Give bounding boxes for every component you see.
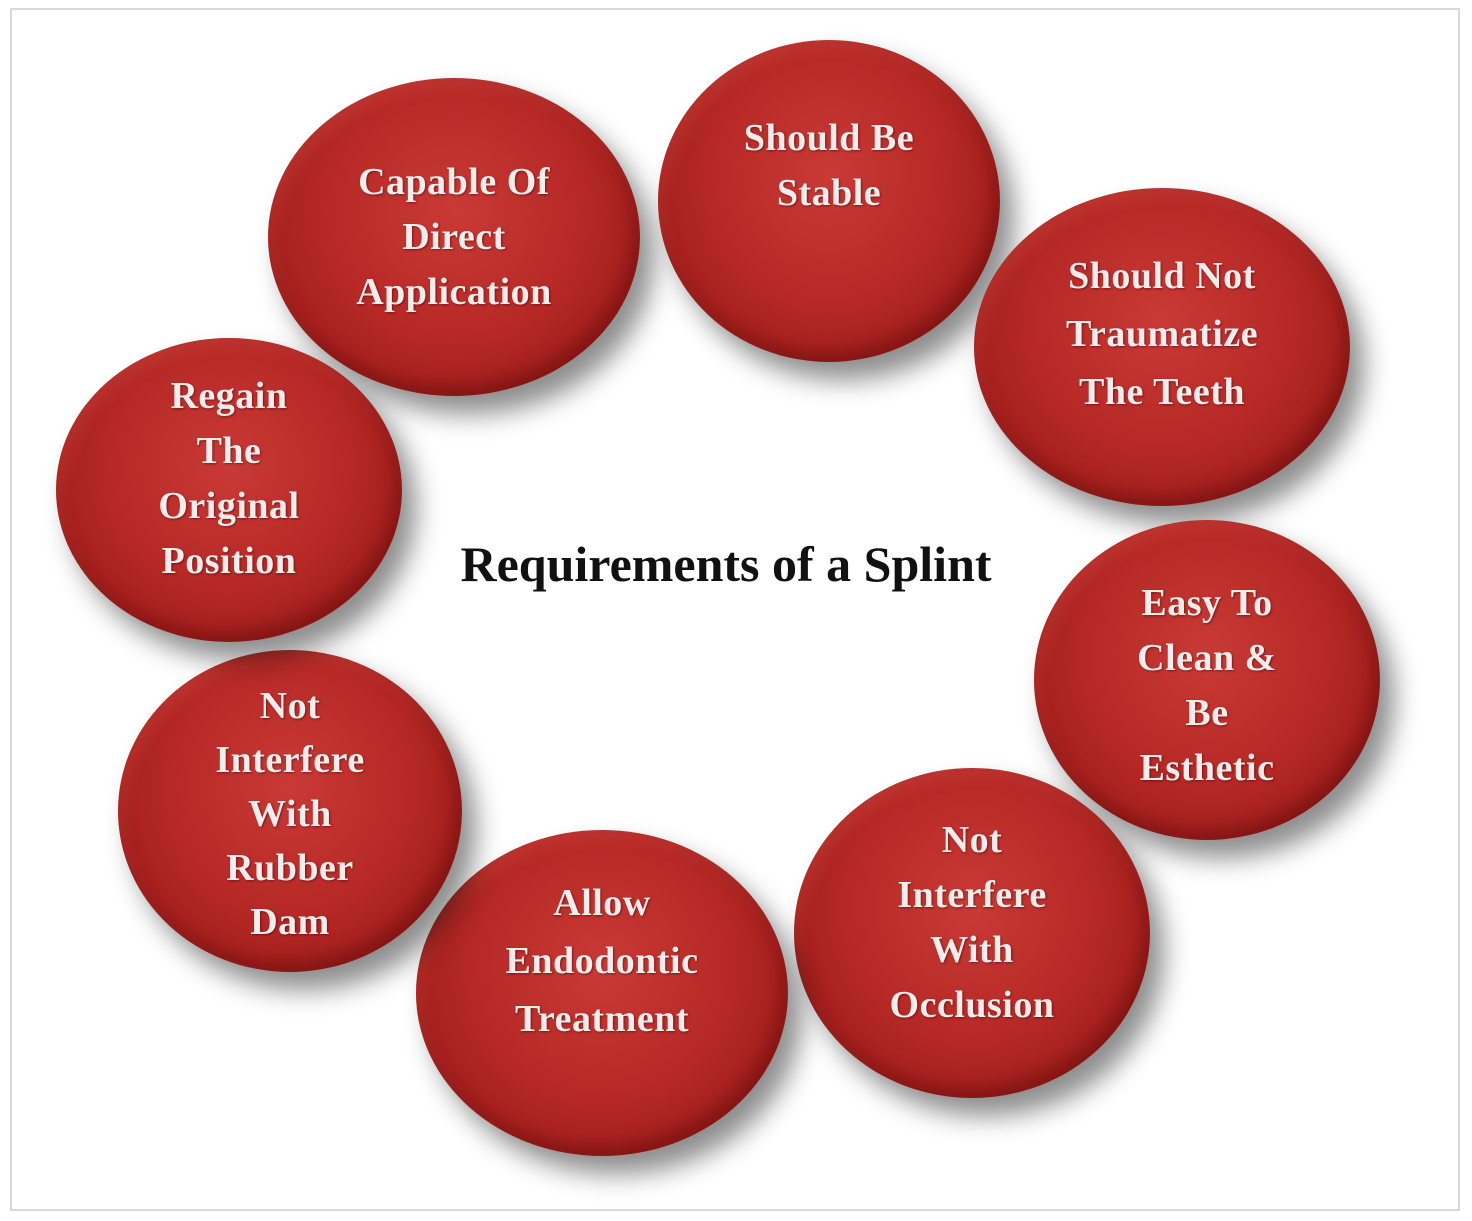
diagram-title: Requirements of a Splint	[460, 536, 992, 592]
node-should-not-traumatize-the-teeth: Should Not Traumatize The Teeth	[974, 188, 1350, 506]
node-label: Easy To Clean & Be Esthetic	[1137, 582, 1277, 789]
node-label: Should Be Stable	[743, 117, 915, 214]
node-regain-the-original-position: Regain The Original Position	[56, 338, 402, 642]
node-label: Capable Of Direct Application	[356, 160, 552, 313]
node-allow-endodontic-treatment: Allow Endodontic Treatment	[416, 830, 788, 1156]
node-label: Not Interfere With Rubber Dam	[215, 685, 365, 943]
node-easy-to-clean-and-be-esthetic: Easy To Clean & Be Esthetic	[1034, 520, 1380, 840]
node-label: Should Not Traumatize The Teeth	[1065, 255, 1259, 413]
node-not-interfere-with-rubber-dam: Not Interfere With Rubber Dam	[118, 650, 462, 972]
node-label: Not Interfere With Occlusion	[889, 819, 1055, 1026]
node-label: Regain The Original Position	[158, 375, 300, 582]
node-label: Allow Endodontic Treatment	[505, 882, 699, 1040]
node-capable-of-direct-application: Capable Of Direct Application	[268, 78, 640, 396]
node-should-be-stable: Should Be Stable	[658, 40, 1000, 362]
node-not-interfere-with-occlusion: Not Interfere With Occlusion	[794, 768, 1150, 1098]
diagram-frame	[10, 8, 1460, 1211]
